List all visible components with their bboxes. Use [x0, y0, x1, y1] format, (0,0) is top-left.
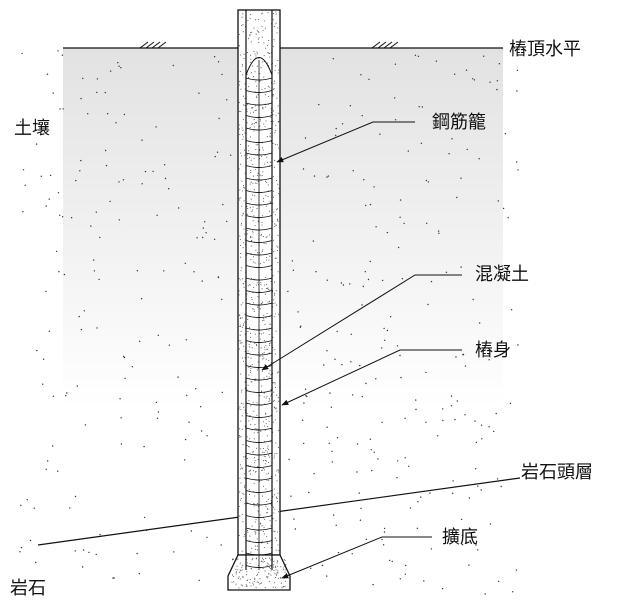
label-underream: 擴底 [442, 527, 478, 548]
leader-underream [281, 536, 432, 579]
rebar-hoops [245, 77, 273, 568]
label-pile-top-level: 樁頂水平 [509, 39, 581, 60]
label-rockhead: 岩石頭層 [521, 462, 593, 483]
underream-speckle [231, 557, 287, 589]
ground-hatch-right [371, 41, 399, 49]
leader-lines [261, 121, 462, 579]
label-concrete: 混凝土 [475, 264, 529, 285]
ground-hatch-left [139, 41, 167, 49]
soil-dots [19, 50, 519, 595]
label-rebar-cage: 鋼筋籠 [432, 112, 486, 133]
label-soil: 土壤 [14, 118, 50, 139]
leader-concrete [261, 274, 462, 371]
soil-region [63, 48, 503, 408]
label-pile-shaft: 樁身 [475, 340, 511, 361]
pile-shaft [227, 9, 291, 591]
rebar-cage-top-arc [245, 57, 273, 76]
label-rock: 岩石 [10, 578, 46, 599]
leader-pile-shaft [281, 349, 462, 406]
leader-rebar-cage [276, 121, 415, 163]
